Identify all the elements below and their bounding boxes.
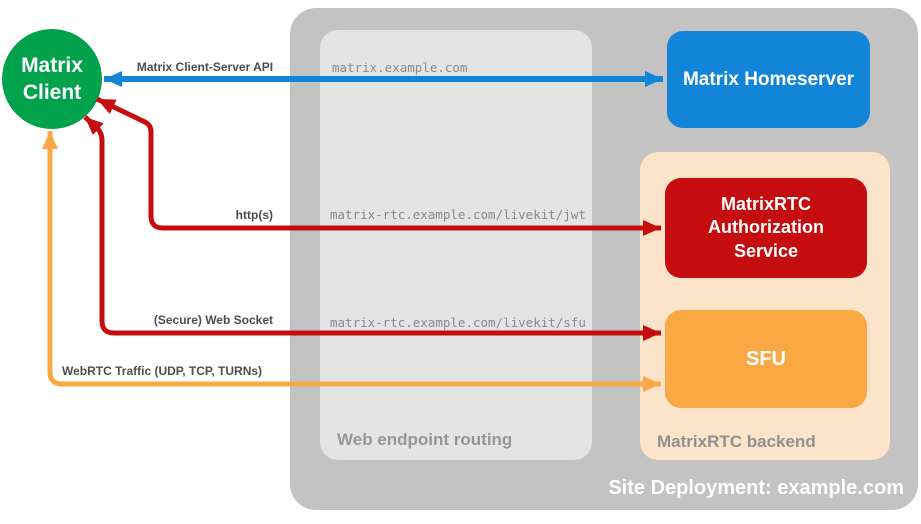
matrixrtc-authorization-service-node: MatrixRTC Authorization Service <box>665 178 867 278</box>
route-matrix-example-com: matrix.example.com <box>332 60 468 75</box>
matrix-client-node: Matrix Client <box>2 29 102 129</box>
matrix-homeserver-node: Matrix Homeserver <box>667 31 870 128</box>
site-deployment-label: Site Deployment: example.com <box>608 477 904 499</box>
https-edge-label: http(s) <box>235 208 273 222</box>
client-server-api-edge-label: Matrix Client-Server API <box>136 60 274 74</box>
matrix-homeserver-label: Matrix Homeserver <box>682 68 855 90</box>
route-livekit-jwt: matrix-rtc.example.com/livekit/jwt <box>330 207 586 222</box>
matrixrtc-authorization-service-label: MatrixRTC Authorization Service <box>708 193 824 261</box>
route-livekit-sfu: matrix-rtc.example.com/livekit/sfu <box>330 315 586 330</box>
web-endpoint-routing-label: Web endpoint routing <box>337 430 513 449</box>
webrtc-traffic-edge-label: WebRTC Traffic (UDP, TCP, TURNs) <box>62 364 263 378</box>
secure-web-socket-edge-label: (Secure) Web Socket <box>153 313 273 327</box>
sfu-node: SFU <box>665 310 867 408</box>
web-endpoint-routing-container: Web endpoint routing <box>320 30 592 460</box>
sfu-label: SFU <box>746 347 786 370</box>
matrixrtc-backend-label: MatrixRTC backend <box>657 432 816 451</box>
